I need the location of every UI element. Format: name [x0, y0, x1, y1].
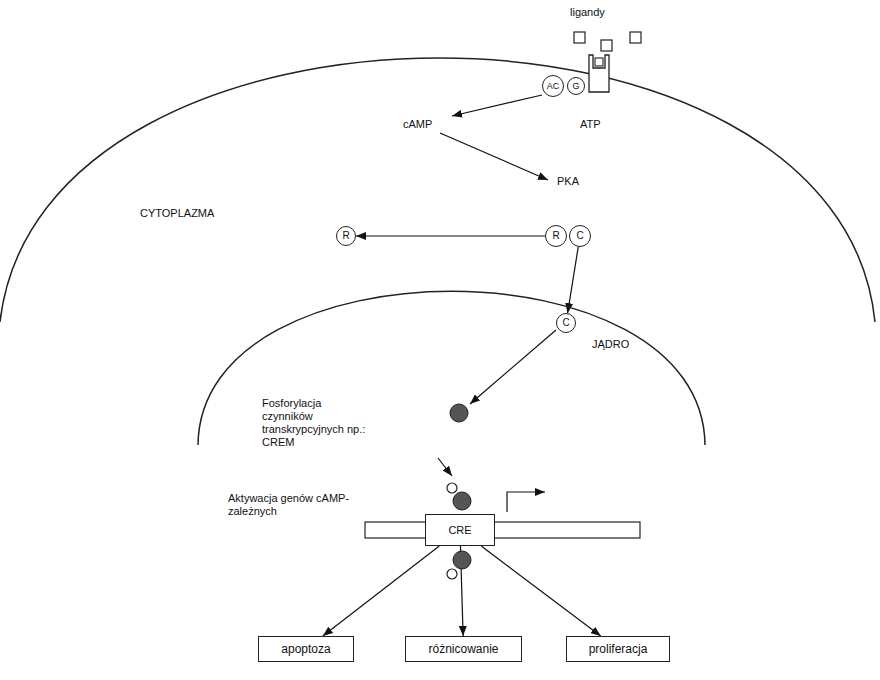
arrow-connector [481, 546, 600, 636]
arrow-connector [356, 235, 545, 236]
subunit-circle: R [336, 226, 356, 246]
node-text: AC [547, 82, 560, 91]
ligand-symbol [574, 32, 585, 43]
ligand-symbol [630, 32, 641, 43]
subunit-circle: C [556, 313, 576, 333]
node-text: proliferacja [589, 643, 648, 655]
node-text: G [572, 82, 579, 91]
subunit-circle: R [545, 225, 567, 247]
signal-arrow [440, 133, 548, 180]
process-note: Fosforylacja czynników transkrypcyjnych … [262, 397, 374, 449]
signal-arrow [438, 458, 452, 476]
node-text: CRE [448, 525, 471, 536]
node-text: C [576, 231, 583, 241]
transcription-factor-symbol [453, 551, 471, 569]
protein-circle: G [567, 77, 585, 95]
receptor-symbol [589, 55, 609, 92]
node-text: R [552, 231, 559, 241]
node-text: C [562, 318, 569, 328]
arrow-connector [568, 247, 579, 313]
enzyme-circle: AC [542, 75, 564, 97]
node-text: apoptoza [281, 643, 330, 655]
subunit-circle: C [569, 225, 591, 247]
transcription-start-arrow [507, 492, 545, 512]
phosphate-symbol [447, 569, 457, 579]
signal-arrow [452, 95, 542, 116]
ligand-symbol [601, 40, 612, 51]
node-text: różnicowanie [428, 643, 498, 655]
molecule-label: cAMP [403, 118, 432, 131]
compartment-label: JĄDRO [592, 338, 629, 351]
outcome-box: apoptoza [258, 636, 354, 662]
promoter-box: CRE [425, 514, 495, 546]
enzyme-label: PKA [557, 175, 579, 188]
outcome-box: proliferacja [566, 636, 670, 662]
transcription-factor-symbol [453, 492, 471, 510]
ligand-label: ligandy [570, 6, 605, 19]
node-text: R [342, 231, 349, 241]
arrow-connector [323, 546, 439, 636]
outcome-box: różnicowanie [405, 636, 522, 662]
signal-arrow [470, 330, 556, 404]
process-note: Aktywacja genów cAMP-zależnych [228, 492, 356, 518]
bound-ligand-symbol [595, 58, 603, 66]
gene-symbol [365, 522, 640, 538]
transcription-factor-symbol [450, 404, 468, 422]
compartment-label: CYTOPLAZMA [140, 207, 214, 220]
molecule-label: ATP [580, 118, 601, 131]
phosphate-symbol [447, 483, 457, 493]
cell-membrane [0, 58, 875, 322]
